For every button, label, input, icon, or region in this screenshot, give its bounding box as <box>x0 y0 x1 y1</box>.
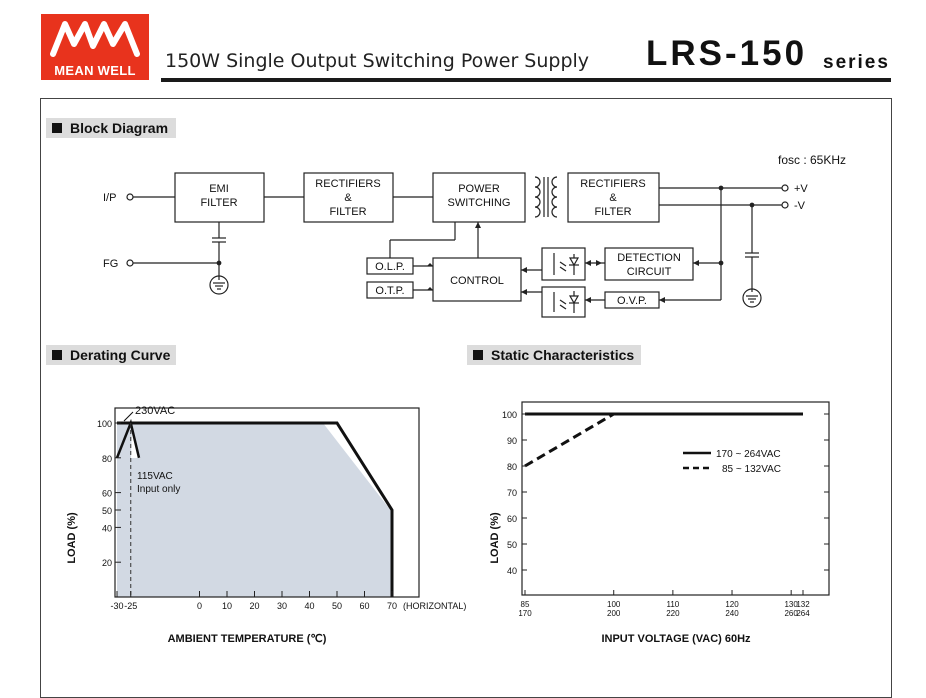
square-bullet-icon <box>52 350 62 360</box>
rect1-line3: FILTER <box>329 206 366 218</box>
power-line2: SWITCHING <box>448 197 511 209</box>
section-title: Block Diagram <box>70 120 169 136</box>
vminus-label: -V <box>794 200 806 212</box>
block-diagram: EMI FILTER RECTIFIERS & FILTER POWER SWI… <box>103 153 846 318</box>
section-block-diagram: Block Diagram <box>46 118 176 138</box>
rect1-line2: & <box>344 192 352 204</box>
series-label: series <box>823 52 890 73</box>
detection-line2: CIRCUIT <box>627 266 672 278</box>
power-line1: POWER <box>458 183 500 195</box>
square-bullet-icon <box>52 123 62 133</box>
otp-label: O.T.P. <box>375 285 404 297</box>
emi-line2: FILTER <box>200 197 237 209</box>
rect1-line1: RECTIFIERS <box>315 178 380 190</box>
fg-label: FG <box>103 258 118 270</box>
model-number: LRS-150 <box>646 34 808 73</box>
section-title: Static Characteristics <box>491 347 635 363</box>
section-title: Derating Curve <box>70 347 171 363</box>
product-subtitle: 150W Single Output Switching Power Suppl… <box>165 50 590 72</box>
vplus-label: +V <box>794 183 808 195</box>
header-rule <box>161 78 891 82</box>
square-bullet-icon <box>473 350 483 360</box>
section-static-characteristics: Static Characteristics <box>467 345 641 365</box>
emi-line1: EMI <box>209 183 229 195</box>
rect2-line1: RECTIFIERS <box>580 178 645 190</box>
logo-text: MEAN WELL <box>54 63 136 78</box>
ovp-label: O.V.P. <box>617 295 647 307</box>
olp-label: O.L.P. <box>375 261 405 273</box>
mean-well-logo: MEAN WELL <box>41 14 149 80</box>
rect2-line3: FILTER <box>594 206 631 218</box>
section-derating-curve: Derating Curve <box>46 345 176 365</box>
rect2-line2: & <box>609 192 617 204</box>
detection-line1: DETECTION <box>617 252 681 264</box>
mw-logo-mark-icon <box>50 21 140 57</box>
control-label: CONTROL <box>450 275 504 287</box>
fosc-label: fosc : 65KHz <box>778 153 846 167</box>
ip-label: I/P <box>103 192 116 204</box>
